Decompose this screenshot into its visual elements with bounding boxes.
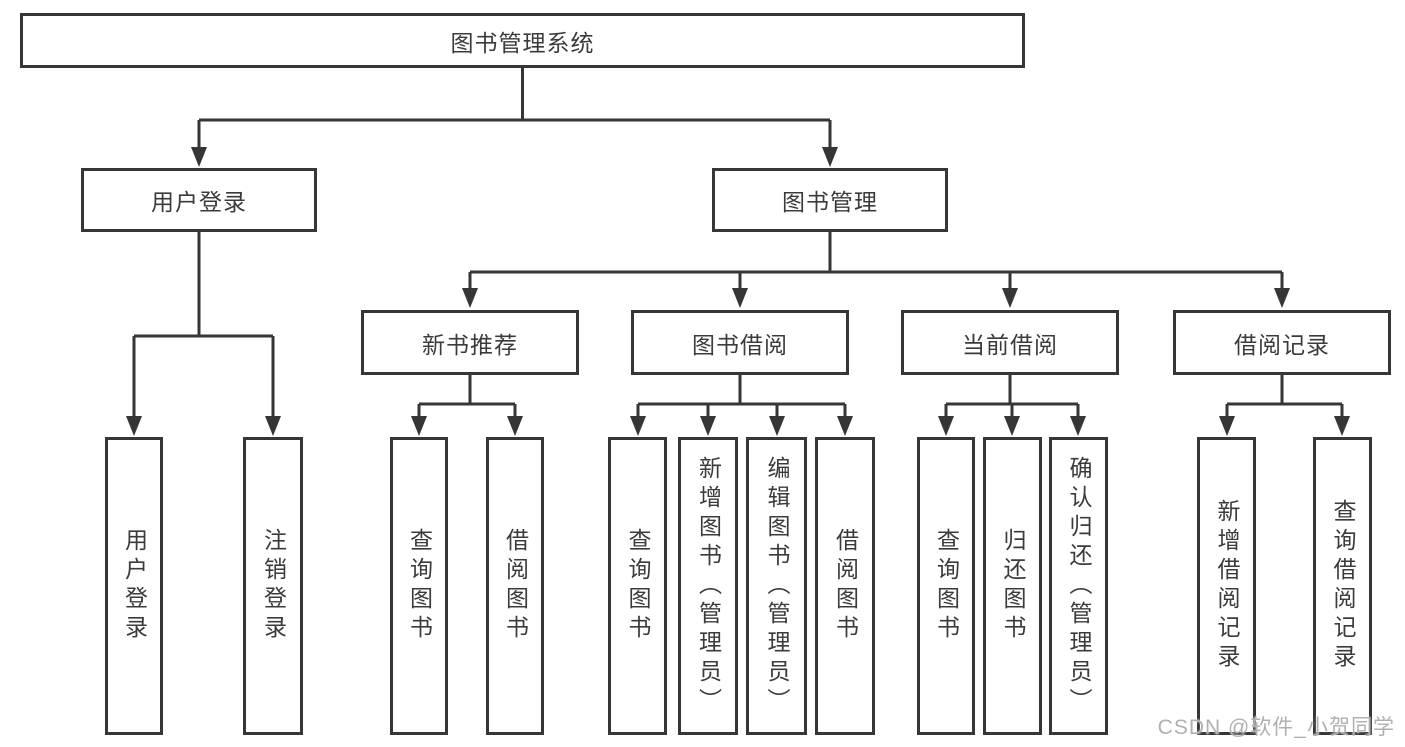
node-leaf-query-borrow-record: 查询借阅记录 bbox=[1313, 437, 1372, 735]
arrowhead-icon bbox=[1274, 288, 1290, 308]
arrowhead-icon bbox=[1334, 416, 1350, 436]
node-leaf-label: 新增图书（管理员） bbox=[695, 455, 722, 717]
node-leaf-label: 注销登录 bbox=[260, 528, 287, 644]
connector-new-book-rec-children bbox=[411, 375, 523, 436]
node-user-login: 用户登录 bbox=[81, 168, 317, 232]
node-book-borrow: 图书借阅 bbox=[631, 310, 849, 375]
connector-borrow-record-children bbox=[1219, 375, 1350, 436]
node-root: 图书管理系统 bbox=[20, 13, 1025, 68]
node-borrow-record-label: 借阅记录 bbox=[1234, 331, 1330, 358]
node-leaf-logout: 注销登录 bbox=[243, 437, 303, 735]
node-leaf-label: 新增借阅记录 bbox=[1214, 499, 1240, 673]
node-leaf-borrow-books-2: 借阅图书 bbox=[815, 437, 875, 735]
arrowhead-icon bbox=[265, 416, 281, 436]
node-leaf-label: 查询图书 bbox=[625, 528, 651, 644]
arrowhead-icon bbox=[938, 416, 954, 436]
connector-root-to-branches bbox=[191, 68, 838, 167]
node-root-label: 图书管理系统 bbox=[450, 29, 595, 56]
arrowhead-icon bbox=[507, 416, 523, 436]
arrowhead-icon bbox=[411, 416, 427, 436]
node-leaf-add-books: 新增图书（管理员） bbox=[678, 437, 738, 735]
node-leaf-borrow-books-1: 借阅图书 bbox=[486, 437, 544, 735]
node-leaf-edit-books: 编辑图书（管理员） bbox=[746, 437, 807, 735]
arrowhead-icon bbox=[1004, 416, 1020, 436]
node-leaf-label: 确认归还（管理员） bbox=[1066, 455, 1092, 717]
node-current-borrow-label: 当前借阅 bbox=[962, 331, 1058, 358]
connector-book-mgmt-children bbox=[462, 232, 1290, 308]
connector-user-login-children bbox=[126, 232, 281, 436]
csdn-watermark: CSDN @软件_小贺同学 bbox=[1157, 716, 1395, 739]
arrowhead-icon bbox=[1219, 416, 1235, 436]
node-book-mgmt: 图书管理 bbox=[712, 168, 948, 232]
node-user-login-label: 用户登录 bbox=[151, 189, 247, 215]
arrowhead-icon bbox=[769, 416, 785, 436]
node-leaf-query-books-2: 查询图书 bbox=[608, 437, 667, 735]
node-book-mgmt-label: 图书管理 bbox=[782, 189, 878, 215]
node-leaf-label: 归还图书 bbox=[1000, 528, 1026, 644]
arrowhead-icon bbox=[732, 288, 748, 308]
node-borrow-record: 借阅记录 bbox=[1173, 310, 1391, 375]
arrowhead-icon bbox=[191, 147, 207, 167]
node-leaf-return-books: 归还图书 bbox=[983, 437, 1042, 735]
node-book-borrow-label: 图书借阅 bbox=[692, 331, 788, 358]
node-new-book-rec: 新书推荐 bbox=[361, 310, 579, 375]
arrowhead-icon bbox=[822, 147, 838, 167]
node-leaf-label: 借阅图书 bbox=[832, 528, 859, 644]
node-leaf-query-books-1: 查询图书 bbox=[390, 437, 448, 735]
connector-book-borrow-children bbox=[630, 375, 853, 436]
arrowhead-icon bbox=[700, 416, 716, 436]
node-current-borrow: 当前借阅 bbox=[901, 310, 1119, 375]
node-leaf-label: 查询图书 bbox=[933, 528, 960, 644]
arrowhead-icon bbox=[630, 416, 646, 436]
node-leaf-confirm-return: 确认归还（管理员） bbox=[1049, 437, 1108, 735]
node-leaf-label: 查询图书 bbox=[406, 528, 433, 644]
node-leaf-label: 编辑图书（管理员） bbox=[764, 455, 790, 717]
node-leaf-label: 用户登录 bbox=[121, 528, 148, 644]
arrowhead-icon bbox=[837, 416, 853, 436]
arrowhead-icon bbox=[1002, 288, 1018, 308]
arrowhead-icon bbox=[462, 288, 478, 308]
node-new-book-rec-label: 新书推荐 bbox=[422, 331, 518, 358]
arrowhead-icon bbox=[1070, 416, 1086, 436]
node-leaf-add-borrow-record: 新增借阅记录 bbox=[1197, 437, 1256, 735]
node-leaf-query-books-3: 查询图书 bbox=[917, 437, 975, 735]
node-leaf-label: 查询借阅记录 bbox=[1330, 499, 1356, 673]
arrowhead-icon bbox=[126, 416, 142, 436]
connector-current-borrow-children bbox=[938, 375, 1086, 436]
node-leaf-user-login: 用户登录 bbox=[105, 437, 163, 735]
node-leaf-label: 借阅图书 bbox=[502, 528, 529, 644]
